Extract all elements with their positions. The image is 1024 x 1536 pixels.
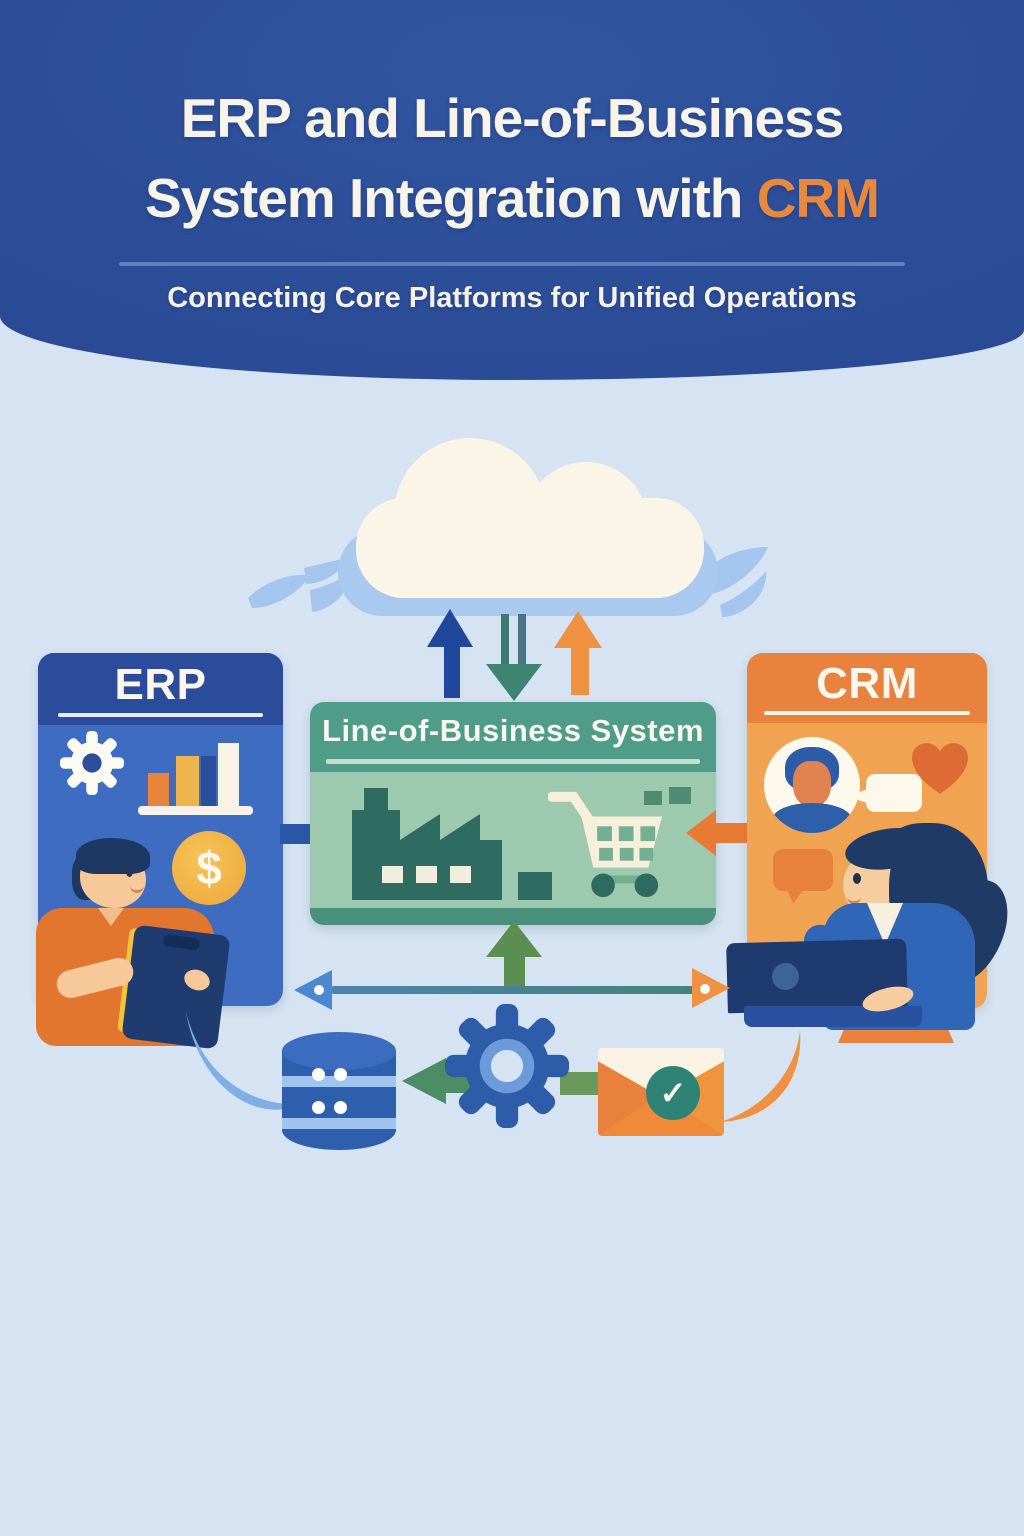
- title-line-1: ERP and Line-of-Business: [180, 87, 845, 149]
- subtitle: Connecting Core Platforms for Unified Op…: [167, 282, 857, 314]
- bar-blue: [201, 756, 216, 806]
- bar-white: [218, 743, 239, 806]
- crm-title-underline: [764, 711, 970, 715]
- lob-up-arrow-shaft: [504, 952, 525, 990]
- laptop-base: [744, 1006, 922, 1027]
- cloud-icon: [524, 462, 648, 586]
- email-to-gear-shaft: [560, 1072, 602, 1095]
- man-hair: [76, 838, 150, 874]
- lob-box-bottom-edge: [310, 908, 716, 925]
- person-laptop-illustration: [800, 815, 1024, 1030]
- speech-bubble-icon: [866, 774, 922, 812]
- pixel-accent: [644, 791, 662, 805]
- check-badge: ✓: [646, 1066, 700, 1120]
- bar-chart-icon: [138, 740, 258, 820]
- download-arrow-teal-shaft: [501, 614, 509, 668]
- gear-icon: [60, 731, 124, 795]
- woman-eye: [853, 873, 861, 884]
- title-divider: [119, 262, 905, 266]
- chat-bubble-icon: [773, 849, 833, 891]
- database-band: [282, 1076, 396, 1087]
- customer-avatar-icon: [764, 737, 860, 833]
- connector-left-arrow-icon: [294, 970, 332, 1010]
- title-crm-highlight: CRM: [756, 167, 880, 229]
- avatar-shoulders: [772, 803, 852, 833]
- download-arrow-teal-shaft: [518, 614, 526, 668]
- pixel-accent: [669, 787, 691, 804]
- woman-smile: [847, 893, 861, 904]
- upload-arrow-orange-icon: [554, 611, 602, 648]
- bar-chart-baseline: [138, 806, 253, 815]
- laptop-logo: [772, 963, 799, 990]
- upload-arrow-blue-shaft: [444, 644, 460, 698]
- database-dot: [334, 1068, 347, 1081]
- lob-box-title: Line-of-Business System: [322, 713, 704, 748]
- crm-card-title: CRM: [816, 659, 918, 708]
- database-band: [282, 1118, 396, 1129]
- download-arrow-teal-icon: [486, 664, 542, 701]
- shopping-cart-icon: [548, 791, 663, 898]
- database-bottom: [282, 1110, 396, 1150]
- erp-card-header: ERP: [38, 653, 283, 725]
- man-eye: [126, 866, 133, 877]
- cycle-swoosh-orange-icon: [720, 1030, 801, 1122]
- crm-card-header: CRM: [747, 653, 987, 723]
- avatar-face: [793, 761, 831, 807]
- bar-orange: [148, 773, 169, 806]
- database-dot: [334, 1101, 347, 1114]
- erp-title-underline: [58, 713, 263, 717]
- lob-box-header: Line-of-Business System: [310, 702, 716, 772]
- lob-up-arrow-icon: [486, 921, 542, 957]
- erp-to-lob-arrow-shaft: [280, 824, 314, 844]
- erp-card-title: ERP: [114, 660, 207, 709]
- title-line-2-prefix: System Integration with: [145, 167, 757, 229]
- integration-gear-icon: [445, 1004, 569, 1128]
- heart-icon: [912, 743, 968, 794]
- chat-bubble-tail: [787, 889, 804, 904]
- connector-left-arrow-dot: [314, 985, 324, 995]
- dollar-coin-icon: $: [172, 831, 246, 905]
- person-tablet-illustration: [36, 838, 236, 1050]
- check-icon: ✓: [659, 1075, 687, 1111]
- gear-to-db-arrow-icon: [402, 1058, 446, 1104]
- lob-box: Line-of-Business System: [310, 702, 716, 925]
- database-icon: [282, 1030, 396, 1150]
- connector-right-arrow-icon: [692, 968, 730, 1008]
- lob-title-underline: [326, 759, 700, 764]
- factory-block: [518, 872, 552, 900]
- connector-right-arrow-dot: [700, 984, 710, 994]
- cloud-icon: [394, 438, 546, 590]
- upload-arrow-orange-shaft: [571, 645, 589, 695]
- crm-to-lob-arrow-shaft: [714, 823, 748, 843]
- connector-line: [330, 986, 698, 994]
- dollar-symbol: $: [196, 842, 222, 894]
- bar-gold: [176, 756, 199, 806]
- database-dot: [312, 1068, 325, 1081]
- man-smile: [130, 882, 144, 893]
- database-dot: [312, 1101, 325, 1114]
- database-top: [282, 1032, 396, 1070]
- header-banner: [0, 0, 1024, 380]
- title-line-2: System Integration with CRM: [0, 166, 1024, 230]
- factory-icon: [352, 788, 502, 900]
- email-check-icon: [598, 1048, 724, 1136]
